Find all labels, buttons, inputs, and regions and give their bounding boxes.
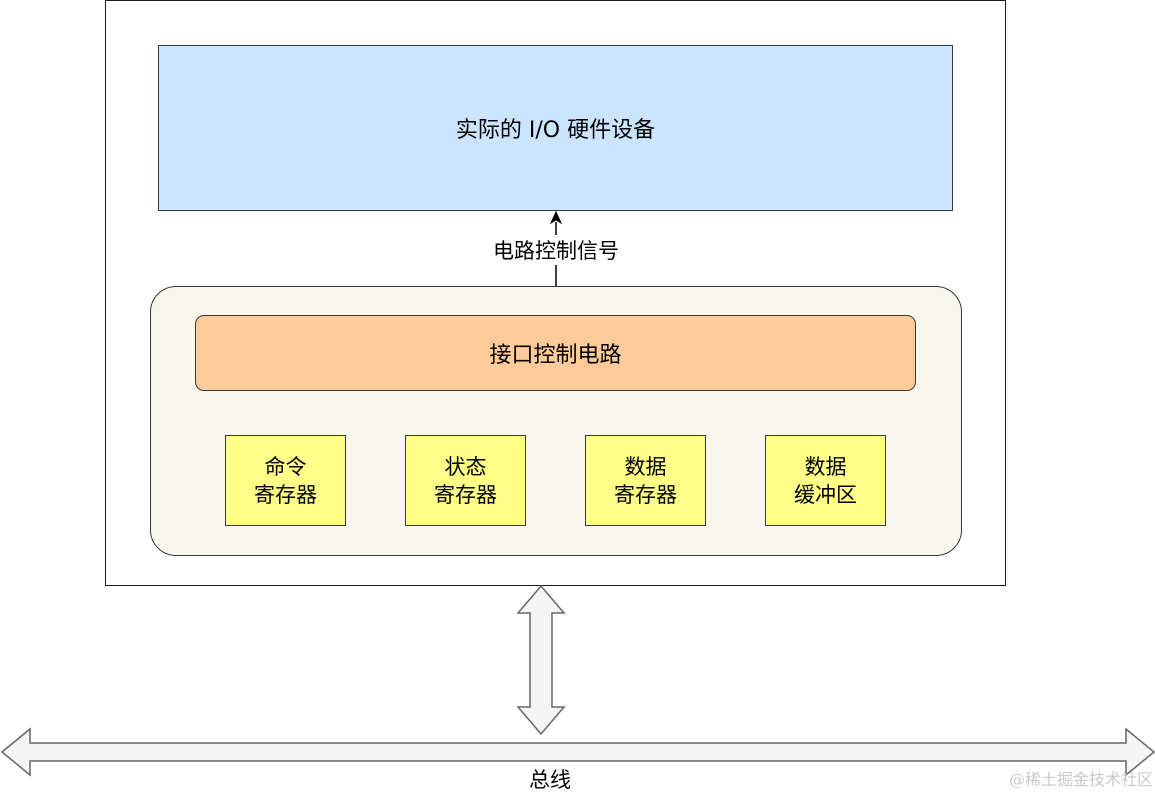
interface-bus-double-arrow-icon <box>516 584 566 736</box>
data-buffer-box: 数据 缓冲区 <box>765 435 886 526</box>
status-register-box: 状态 寄存器 <box>405 435 526 526</box>
register-label-line2: 缓冲区 <box>794 482 857 507</box>
control-signal-label: 电路控制信号 <box>440 235 672 265</box>
bus-label: 总线 <box>529 768 571 792</box>
interface-control-circuit-label: 接口控制电路 <box>489 343 622 368</box>
register-label-line2: 寄存器 <box>434 482 497 507</box>
command-register-box: 命令 寄存器 <box>225 435 346 526</box>
control-signal-arrowhead-icon <box>549 210 563 225</box>
io-hardware-device-box: 实际的 I/O 硬件设备 <box>158 45 953 211</box>
register-label-line2: 寄存器 <box>254 482 317 507</box>
register-label-line1: 数据 <box>624 454 667 479</box>
watermark: @稀土掘金技术社区 <box>1008 770 1153 789</box>
system-bus-double-arrow-icon <box>0 727 1155 777</box>
interface-control-circuit-box: 接口控制电路 <box>195 315 916 391</box>
data-register-box: 数据 寄存器 <box>585 435 706 526</box>
register-label-line1: 状态 <box>444 454 487 479</box>
io-hardware-device-label: 实际的 I/O 硬件设备 <box>455 118 656 143</box>
register-label-line2: 寄存器 <box>614 482 677 507</box>
register-label-line1: 数据 <box>804 454 847 479</box>
register-label-line1: 命令 <box>264 454 307 479</box>
